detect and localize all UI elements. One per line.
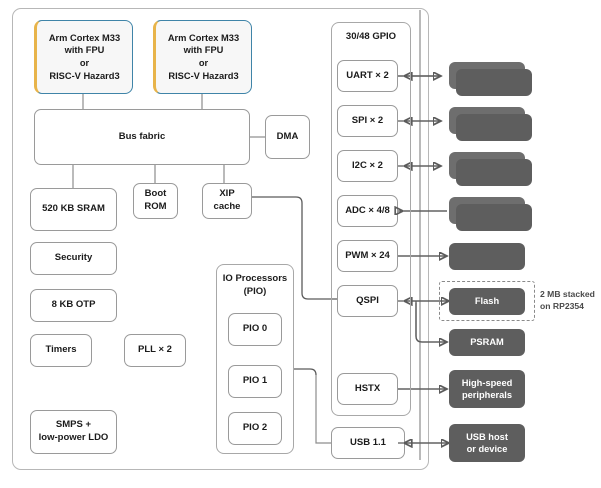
pio-2-block: PIO 2	[228, 412, 282, 445]
external-high-speed-peripherals: High-speed peripherals	[449, 370, 525, 408]
security-block: Security	[30, 242, 117, 275]
bus-fabric: Bus fabric	[34, 109, 250, 165]
pio-group-label: IO Processors (PIO)	[222, 273, 288, 297]
flash-annotation: 2 MB stacked on RP2354	[540, 289, 595, 312]
external-psram: PSRAM	[449, 329, 525, 356]
otp-block: 8 KB OTP	[30, 289, 117, 322]
smps-ldo-block: SMPS + low-power LDO	[30, 410, 117, 454]
external-spi-device	[456, 114, 532, 141]
external-flash: Flash	[449, 288, 525, 315]
usb-block: USB 1.1	[331, 427, 405, 459]
pll-block: PLL × 2	[124, 334, 186, 367]
boot-rom-block: Boot ROM	[133, 183, 178, 219]
pio-1-block: PIO 1	[228, 365, 282, 398]
xip-cache-block: XIP cache	[202, 183, 252, 219]
external-i2c-device	[456, 159, 532, 186]
external-adc-device	[456, 204, 532, 231]
pio-0-block: PIO 0	[228, 313, 282, 346]
external-uart-device	[456, 69, 532, 96]
adc-block: ADC × 4/8	[337, 195, 398, 227]
timers-block: Timers	[30, 334, 92, 367]
cpu-core-1: Arm Cortex M33 with FPU or RISC-V Hazard…	[153, 20, 252, 94]
pwm-block: PWM × 24	[337, 240, 398, 272]
uart-block: UART × 2	[337, 60, 398, 92]
pio-group: IO Processors (PIO)	[216, 264, 294, 454]
sram-block: 520 KB SRAM	[30, 188, 117, 231]
external-usb-host-or-device: USB host or device	[449, 424, 525, 462]
external-pwm-device	[449, 243, 525, 270]
gpio-group-label: 30/48 GPIO	[345, 31, 397, 42]
hstx-block: HSTX	[337, 373, 398, 405]
spi-block: SPI × 2	[337, 105, 398, 137]
cpu-core-0: Arm Cortex M33 with FPU or RISC-V Hazard…	[34, 20, 133, 94]
dma-block: DMA	[265, 115, 310, 159]
gpio-group: 30/48 GPIO	[331, 22, 411, 416]
i2c-block: I2C × 2	[337, 150, 398, 182]
qspi-block: QSPI	[337, 285, 398, 317]
